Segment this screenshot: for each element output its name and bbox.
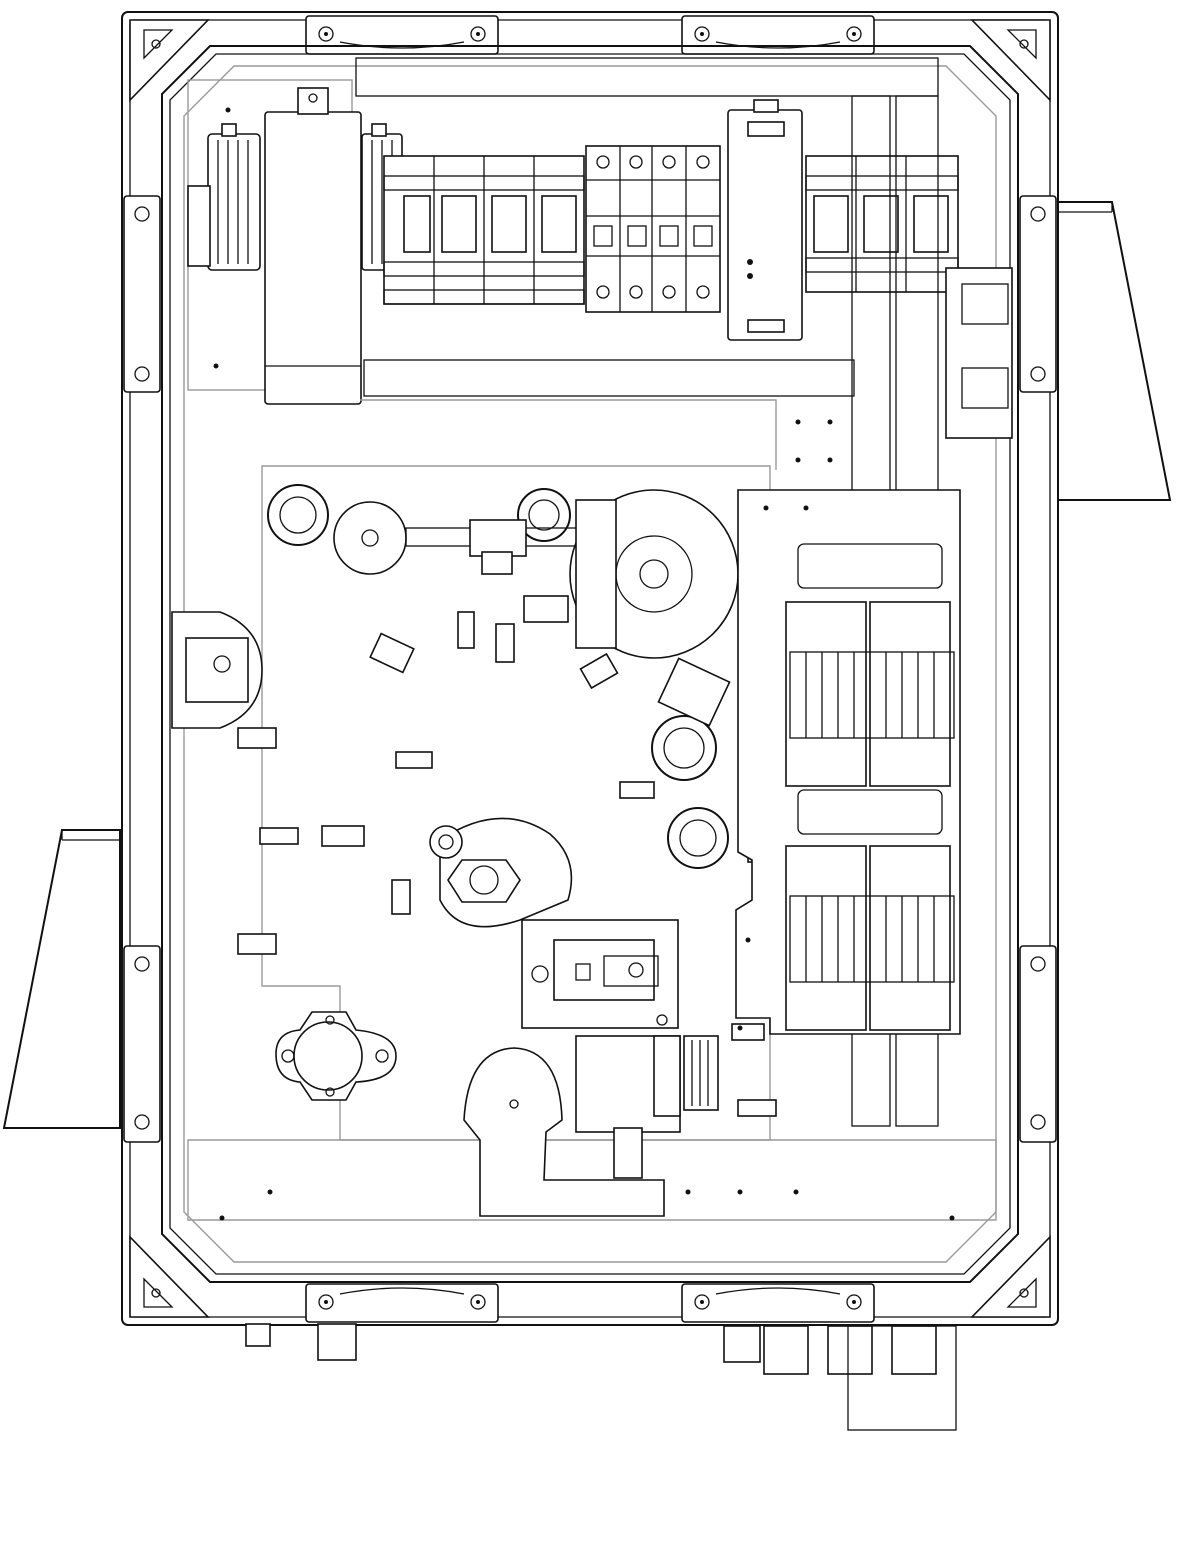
circuit-breakers: [585, 145, 721, 313]
sensor-assembly: [521, 919, 679, 1029]
corner-bracket-bl: [129, 1235, 210, 1318]
transformer: [264, 87, 362, 405]
lower-plate-outline: [187, 399, 997, 1221]
relay-sockets-right: [805, 155, 959, 293]
mounting-lugs: [305, 15, 875, 1323]
cable-glands: [245, 1323, 957, 1431]
grommets: [267, 484, 729, 869]
sensor-arm: [333, 501, 587, 575]
corner-bracket-br: [970, 1235, 1051, 1318]
terminal-blocks-upper: [785, 601, 955, 787]
mounting-screws: [213, 107, 955, 1221]
enclosure-outer-frame: [121, 11, 1059, 1326]
relay-sockets-left: [383, 155, 585, 305]
terminal-blocks-lower: [785, 845, 955, 1031]
corner-bracket-tl: [129, 19, 210, 102]
corner-bracket-tr: [970, 19, 1051, 102]
handle-bracket: [463, 1047, 665, 1217]
power-supply: [727, 99, 803, 341]
cam-assembly: [429, 817, 573, 928]
door-gasket: [161, 45, 1019, 1283]
flange-nozzle: [275, 1011, 397, 1101]
rain-hood-right: [1057, 201, 1172, 501]
gearmotor: [575, 1035, 719, 1179]
side-lugs: [123, 195, 1057, 1143]
drive-motor-wheel: [523, 489, 739, 659]
hinge-bracket: [171, 611, 263, 729]
rain-hood-left: [2, 829, 121, 1129]
